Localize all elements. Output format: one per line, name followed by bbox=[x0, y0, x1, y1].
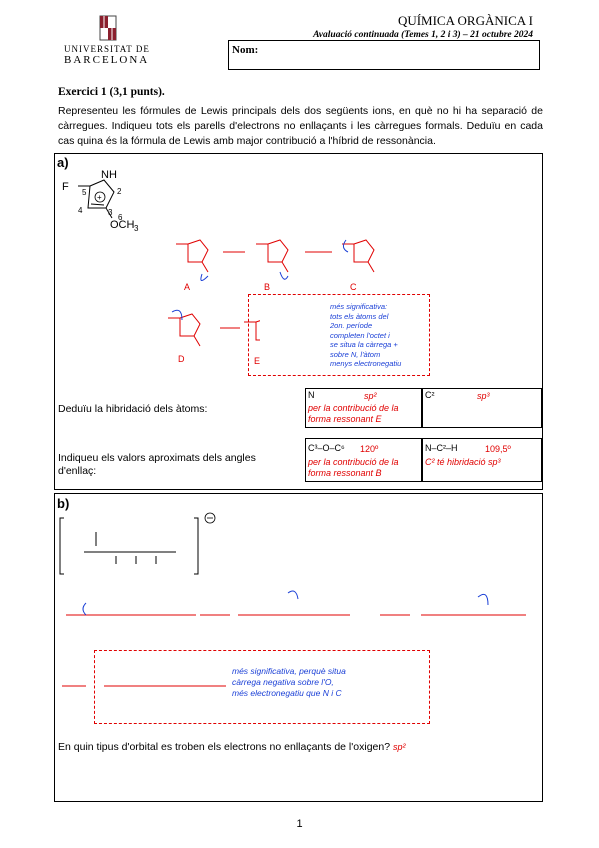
position-number: 3 bbox=[108, 208, 113, 217]
university-name-line2: BARCELONA bbox=[64, 54, 150, 66]
significant-structure-b bbox=[62, 685, 226, 687]
exercise-title: Exercici 1 (3,1 punts). bbox=[58, 86, 165, 98]
structure-label-A: A bbox=[184, 282, 190, 292]
part-b-label: b) bbox=[57, 496, 70, 511]
part-b-frame bbox=[54, 493, 543, 802]
cell-C2: C² sp³ bbox=[422, 388, 542, 428]
cell-angle-2: N–C²–H 109,5º C² té hibridació sp³ bbox=[422, 438, 542, 482]
orbital-question: En quin tipus d'orbital es troben els el… bbox=[58, 741, 406, 753]
course-title: QUÍMICA ORGÀNICA I bbox=[397, 13, 533, 28]
exercise-intro: Representeu les fórmules de Lewis princi… bbox=[58, 105, 543, 147]
structure-label-B: B bbox=[264, 282, 270, 292]
significant-structure-box-b bbox=[94, 650, 430, 724]
significant-structure-box bbox=[248, 294, 430, 376]
university-name-line1: UNIVERSITAT DE bbox=[64, 44, 150, 54]
hybrid-question: Deduïu la hibridació dels àtoms: bbox=[58, 403, 208, 415]
position-number: 6 bbox=[118, 213, 123, 222]
position-number: 4 bbox=[78, 206, 83, 215]
structure-label-E: E bbox=[254, 356, 260, 366]
structure-label-D: D bbox=[178, 354, 185, 364]
position-number: 5 bbox=[82, 188, 87, 197]
substituent-label: OCH bbox=[110, 219, 135, 231]
exam-subtitle: Avaluació continuada (Temes 1, 2 i 3) – … bbox=[313, 30, 533, 40]
orbital-answer: sp² bbox=[392, 742, 406, 752]
name-label: Nom: bbox=[232, 44, 259, 56]
university-logo bbox=[88, 14, 128, 44]
part-a-label: a) bbox=[57, 155, 69, 170]
name-field[interactable] bbox=[228, 40, 540, 70]
structure-label-C: C bbox=[350, 282, 357, 292]
resonance-row-b bbox=[66, 590, 526, 616]
atom-label: H bbox=[109, 169, 117, 181]
angle-question: Indiqueu els valors aproximats dels angl… bbox=[58, 452, 256, 477]
part-a-frame bbox=[54, 153, 543, 490]
atom-label: N bbox=[101, 169, 109, 181]
given-structure-b bbox=[59, 512, 216, 575]
plus-charge: + bbox=[97, 193, 102, 202]
cell-angle-1: C³–O–C⁶ 120º per la contribució de la fo… bbox=[305, 438, 422, 482]
atom-label: F bbox=[62, 181, 69, 193]
annotation-a: més significativa: tots els àtoms del 2o… bbox=[330, 302, 402, 368]
substituent-subscript: 3 bbox=[134, 224, 139, 233]
resonance-row-2: D E bbox=[168, 309, 260, 366]
annotation-b: més significativa, perquè situa càrrega … bbox=[232, 666, 346, 698]
given-structure-a: F N H 2 3 4 5 6 + OCH 3 bbox=[62, 169, 139, 233]
position-number: 2 bbox=[117, 187, 122, 196]
resonance-row-1: A B C bbox=[176, 239, 375, 292]
cell-N: N sp² per la contribució de la forma res… bbox=[305, 388, 422, 428]
page-number: 1 bbox=[296, 818, 303, 830]
